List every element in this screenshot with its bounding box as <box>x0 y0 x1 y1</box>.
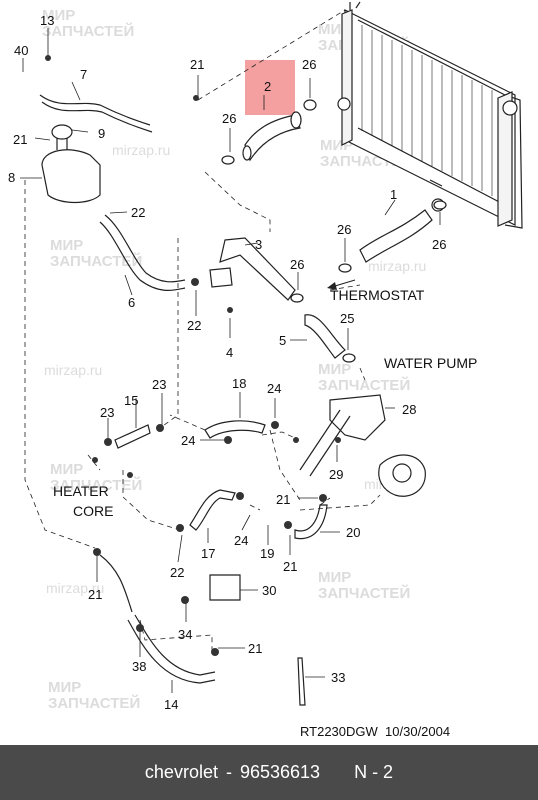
callout-40: 40 <box>14 43 29 58</box>
callout-33: 33 <box>331 670 346 685</box>
water-pump-label: WATER PUMP <box>384 355 478 371</box>
callout-21-c: 21 <box>276 492 291 507</box>
callout-24-b: 24 <box>181 433 196 448</box>
hose-part-2 <box>244 114 301 162</box>
callout-4: 4 <box>226 345 234 360</box>
footer-part-number: 96536613 <box>239 762 321 782</box>
callout-30: 30 <box>262 583 277 598</box>
watermark-site-3: mirzap.ru <box>44 362 103 378</box>
callout-23-b: 23 <box>100 405 115 420</box>
callout-21-a: 21 <box>13 132 28 147</box>
callout-14: 14 <box>164 697 179 712</box>
callout-24-c: 24 <box>234 533 249 548</box>
heater-core-label-line1: HEATER <box>53 483 109 499</box>
watermark-site-1: mirzap.ru <box>112 142 171 158</box>
callout-15: 15 <box>124 393 139 408</box>
callout-6: 6 <box>128 295 136 310</box>
callout-38: 38 <box>132 659 147 674</box>
callout-3: 3 <box>255 237 263 252</box>
callout-26-d: 26 <box>432 237 447 252</box>
watermark-site-5: mirzap.ru <box>46 580 105 596</box>
footer-separator: - <box>225 762 232 782</box>
callout-20: 20 <box>346 525 361 540</box>
drawing-code: RT2230DGW 10/30/2004 <box>300 724 450 739</box>
callout-5: 5 <box>279 333 287 348</box>
callout-25: 25 <box>340 311 355 326</box>
callout-21-f: 21 <box>248 641 263 656</box>
callout-9: 9 <box>98 126 106 141</box>
callout-29: 29 <box>329 467 344 482</box>
callout-22-a: 22 <box>131 205 146 220</box>
thermostat-label: THERMOSTAT <box>330 287 425 303</box>
callout-1: 1 <box>390 187 398 202</box>
footer-brand: chevrolet <box>144 762 218 782</box>
callout-34: 34 <box>178 627 193 642</box>
callout-19: 19 <box>260 546 275 561</box>
callout-26-e: 26 <box>290 257 305 272</box>
callout-26-c: 26 <box>337 222 352 237</box>
callout-21-e: 21 <box>88 587 103 602</box>
callout-2: 2 <box>264 79 272 94</box>
callout-26-b: 26 <box>222 111 237 126</box>
heater-core-label-line2: CORE <box>73 503 114 519</box>
callout-21-b: 21 <box>190 57 205 72</box>
footer-bar: chevrolet - 96536613 N - 2 <box>0 745 538 800</box>
footer-position: N - 2 <box>354 762 394 782</box>
callout-23-a: 23 <box>152 377 167 392</box>
radiator <box>337 1 523 229</box>
callout-26-a: 26 <box>302 57 317 72</box>
callout-13: 13 <box>40 13 55 28</box>
callout-18: 18 <box>232 376 247 391</box>
callout-21-d: 21 <box>283 559 298 574</box>
callout-24-a: 24 <box>267 381 282 396</box>
highlighted-part-box <box>245 60 295 115</box>
callout-28: 28 <box>402 402 417 417</box>
watermark-site-2: mirzap.ru <box>368 258 427 274</box>
drawing-date: 10/30/2004 <box>385 724 451 739</box>
callout-17: 17 <box>201 546 216 561</box>
callout-22-c: 22 <box>170 565 185 580</box>
callout-22-b: 22 <box>187 318 202 333</box>
cooling-system-diagram <box>20 1 523 706</box>
callout-7: 7 <box>80 67 88 82</box>
callout-8: 8 <box>8 170 16 185</box>
drawing-code-id: RT2230DGW <box>300 724 378 739</box>
